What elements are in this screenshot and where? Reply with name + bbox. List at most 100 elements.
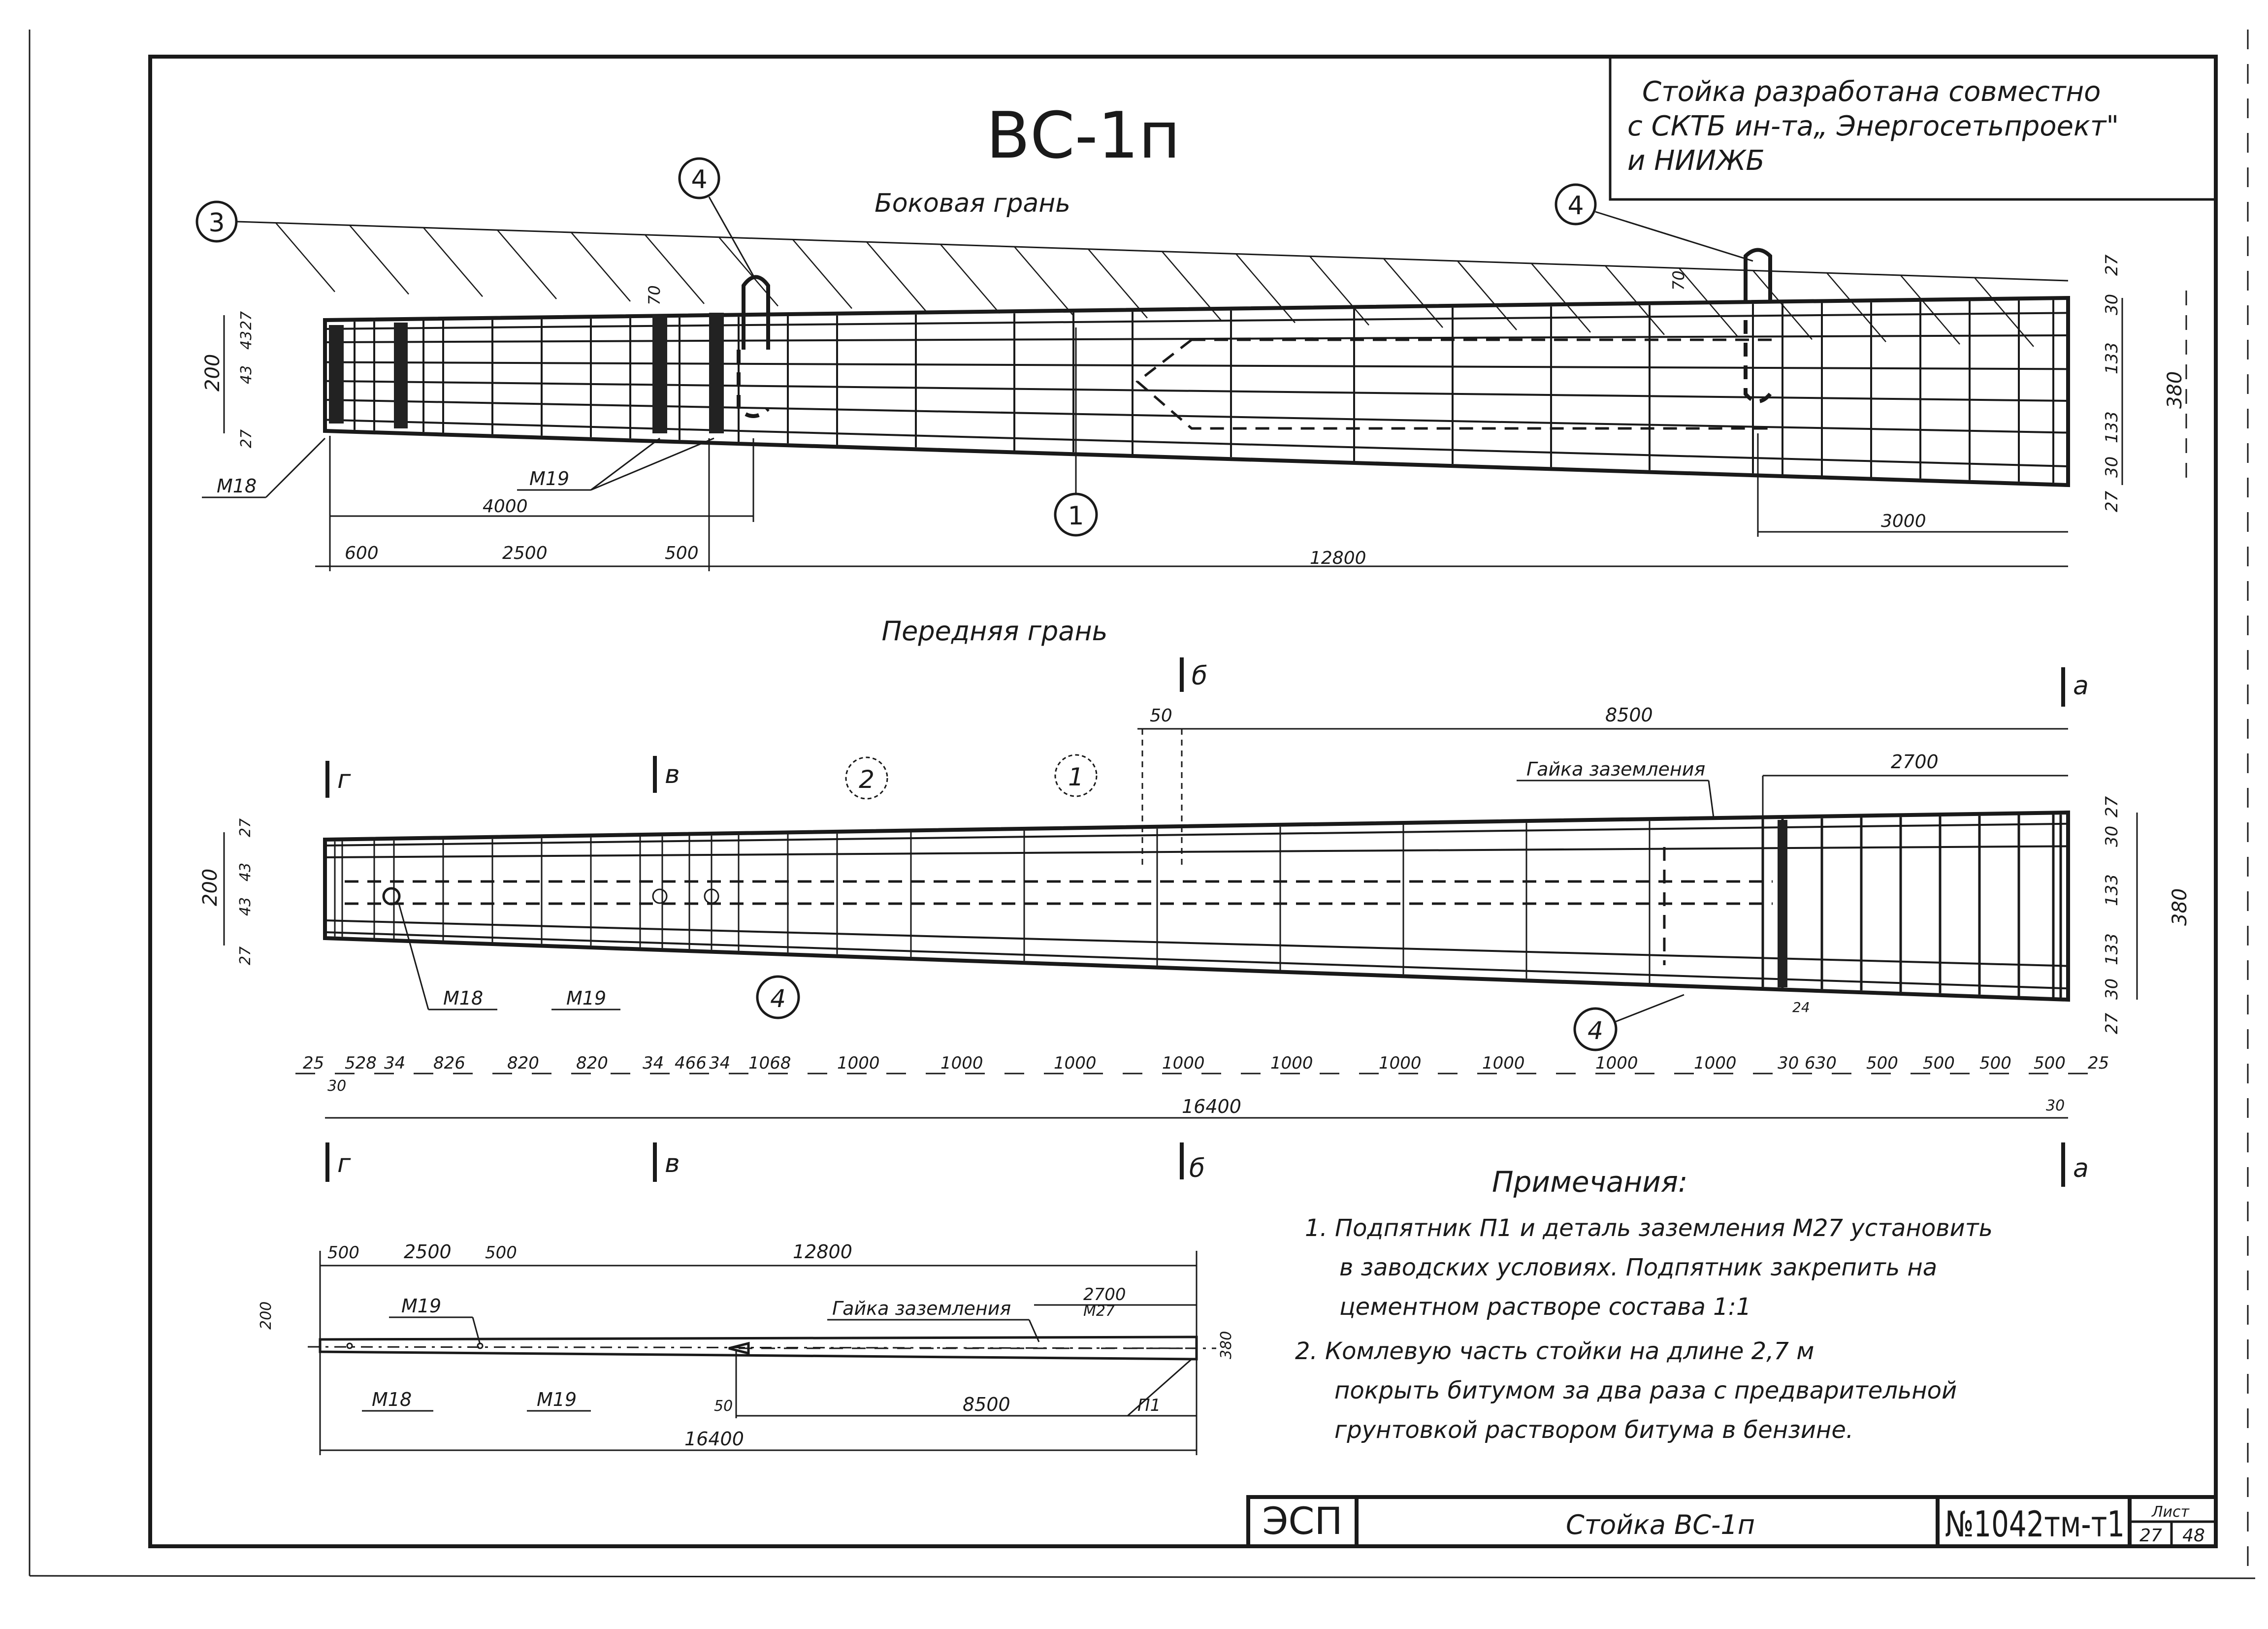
spacing-dim-text: 1000 bbox=[837, 1053, 880, 1073]
band-m19 bbox=[652, 315, 667, 433]
callout-4-label: 4 bbox=[1567, 191, 1584, 221]
spacing-dim-text: 1000 bbox=[1482, 1053, 1525, 1073]
dim-text: 12800 bbox=[1310, 548, 1366, 568]
dim-text: 27 bbox=[238, 311, 255, 330]
section-mark: б bbox=[1189, 1154, 1205, 1183]
dim-text: 30 bbox=[2046, 1097, 2065, 1114]
section-mark: г bbox=[337, 1149, 351, 1178]
dim-text: 133 bbox=[2102, 411, 2122, 443]
spiral-wire bbox=[275, 222, 2034, 347]
section-mark: а bbox=[2073, 1154, 2089, 1183]
side-view: Боковая грань 3 4 4 1 bbox=[195, 157, 2187, 571]
spacing-dim-text: 34 bbox=[643, 1053, 664, 1073]
grounding-plate bbox=[1778, 820, 1787, 987]
section-mark: в bbox=[665, 1149, 680, 1178]
dim-text: 30 bbox=[2102, 826, 2122, 847]
dim-text: 380 bbox=[2169, 888, 2191, 926]
note-line: 2. Комлевую часть стойки на длине 2,7 м bbox=[1295, 1337, 1814, 1365]
dim-text: 27 bbox=[2102, 490, 2122, 512]
dim-text: 30 bbox=[2102, 456, 2122, 478]
front-right-dims: 27 30 133 133 30 27 380 bbox=[2102, 796, 2191, 1034]
spiral-stroke bbox=[1235, 253, 1296, 324]
label-m19: М19 bbox=[401, 1295, 441, 1317]
trim-line-bottom bbox=[29, 1575, 2256, 1579]
embedded-plate-m18 bbox=[382, 887, 401, 906]
grounding-nut-label: Гайка заземления bbox=[1526, 758, 1705, 780]
callout-1-label: 1 bbox=[1068, 501, 1084, 531]
front-view-heading: Передняя грань bbox=[882, 616, 1108, 647]
dim-text: 2500 bbox=[404, 1241, 452, 1263]
spiral-stroke bbox=[571, 232, 631, 302]
label-m19: М19 bbox=[566, 987, 606, 1009]
spiral-stroke bbox=[497, 229, 557, 299]
callout-3-label: 3 bbox=[208, 208, 225, 238]
mini-plate-m18 bbox=[346, 1342, 353, 1349]
note-line: цементном растворе состава 1:1 bbox=[1339, 1293, 1751, 1321]
embedded-plate-m19 bbox=[652, 888, 668, 904]
spacing-dim-text: 820 bbox=[576, 1053, 608, 1073]
note-box-line: и НИИЖБ bbox=[1627, 145, 1765, 177]
callout-2-label: 2 bbox=[859, 765, 875, 794]
side-view-outline bbox=[323, 295, 2070, 488]
spacing-dim-text: 25 bbox=[303, 1053, 324, 1073]
spiral-stroke bbox=[275, 222, 335, 293]
drawing-title: ВС-1п bbox=[986, 98, 1181, 173]
front-insert-dashed bbox=[345, 847, 1773, 965]
dim-text: 50 bbox=[714, 1398, 733, 1415]
dim-text: 27 bbox=[2102, 796, 2122, 817]
note-box-line: с СКТБ ин-та„ Энергосетьпроект" bbox=[1627, 110, 2119, 142]
rebar-line bbox=[324, 361, 2069, 370]
end-band bbox=[329, 325, 344, 424]
spacing-dim-text: 30 bbox=[1778, 1053, 1799, 1073]
spiral-stroke bbox=[940, 244, 1000, 314]
note-box: Стойка разработана совместно с СКТБ ин-т… bbox=[1609, 55, 2217, 201]
spacing-dim-text: 1000 bbox=[1054, 1053, 1097, 1073]
section-mark: б bbox=[1192, 661, 1207, 691]
leader bbox=[265, 437, 326, 498]
label-m19: М19 bbox=[537, 1389, 577, 1410]
dim-text: 27 bbox=[2102, 1012, 2122, 1034]
leader bbox=[1127, 1358, 1192, 1417]
spacing-dim-text: 630 bbox=[1805, 1053, 1837, 1073]
dim-text: 380 bbox=[2164, 371, 2186, 409]
note-box-line: Стойка разработана совместно bbox=[1642, 76, 2101, 108]
label-m19: М19 bbox=[529, 468, 569, 489]
spiral-stroke bbox=[349, 225, 409, 295]
spacing-dim-text: 500 bbox=[1866, 1053, 1898, 1073]
label-m18: М18 bbox=[443, 987, 483, 1009]
spiral-stroke bbox=[1162, 251, 1222, 321]
callout-1 bbox=[1054, 754, 1098, 797]
dim-text: 16400 bbox=[1182, 1096, 1241, 1117]
dim-text: 380 bbox=[1218, 1331, 1235, 1359]
spacing-dim-text: 1000 bbox=[1379, 1053, 1422, 1073]
dim-text: 133 bbox=[2102, 874, 2122, 906]
callout-4 bbox=[1555, 183, 1597, 226]
leader bbox=[1615, 994, 1685, 1023]
spiral-stroke bbox=[1457, 261, 1517, 330]
callout-4 bbox=[756, 975, 800, 1019]
spacing-dim-text: 1000 bbox=[1270, 1053, 1313, 1073]
label-p1: П1 bbox=[1137, 1396, 1161, 1415]
callout-1-label: 1 bbox=[1068, 763, 1084, 791]
dim-text: 500 bbox=[485, 1243, 517, 1263]
leader bbox=[1708, 780, 1715, 818]
spacing-dim-text: 528 bbox=[345, 1053, 377, 1073]
dim-text: 30 bbox=[2102, 294, 2122, 315]
embedded-plate-m19 bbox=[704, 888, 719, 904]
longitudinal-bars bbox=[324, 822, 2069, 990]
spiral-stroke bbox=[1014, 246, 1074, 316]
spacing-dim-text: 34 bbox=[384, 1053, 405, 1073]
leader bbox=[398, 903, 429, 1010]
dim-text: 133 bbox=[2102, 933, 2122, 965]
front-view: Передняя грань г в б а г в б а 2 1 4 4 5… bbox=[199, 616, 2191, 1187]
sheet-total: 48 bbox=[2182, 1526, 2205, 1546]
dim-text: 200 bbox=[258, 1302, 275, 1330]
spacing-dim-text: 1000 bbox=[940, 1053, 983, 1073]
side-insert-dashed bbox=[1135, 338, 1773, 430]
rebar-line bbox=[324, 399, 2069, 434]
dim-text: 133 bbox=[2102, 342, 2122, 374]
spiral-stroke bbox=[423, 227, 483, 297]
spacing-dim-text: 1068 bbox=[748, 1053, 791, 1073]
callout-2 bbox=[845, 756, 888, 800]
